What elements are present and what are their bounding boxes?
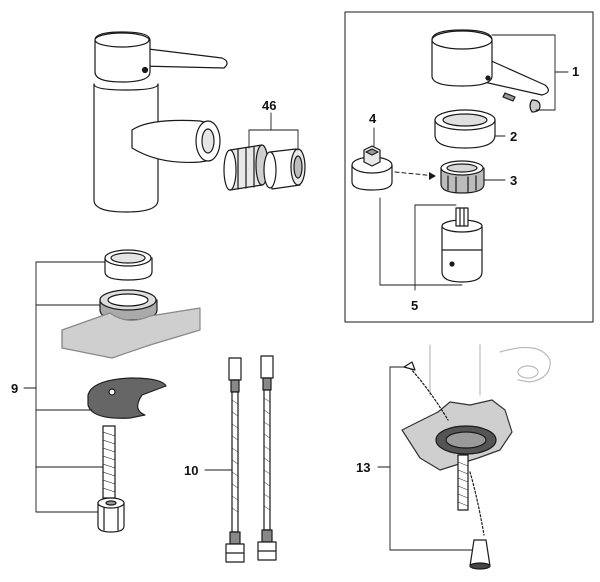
leader-9 [23, 261, 106, 513]
popup-waste-13 [401, 344, 551, 570]
flex-hoses-10 [225, 355, 277, 563]
faucet-lever [139, 47, 228, 69]
callout-4: 4 [369, 111, 377, 126]
leader-5 [379, 197, 463, 291]
aerator-46 [223, 144, 306, 191]
faucet-body [93, 31, 228, 213]
mounting-stack-9 [61, 249, 201, 533]
leader-1 [491, 34, 569, 111]
callout-46: 46 [262, 98, 277, 113]
cartridge-detail-frame [344, 11, 594, 323]
threaded-ring-part-3 [440, 160, 485, 194]
hex-nut-part-4 [351, 145, 393, 191]
cover-ring-part-2 [434, 109, 496, 149]
callout-5: 5 [411, 298, 419, 313]
callout-2: 2 [510, 129, 518, 144]
callout-13: 13 [356, 460, 371, 475]
leader-46 [248, 112, 299, 151]
callout-10: 10 [184, 463, 199, 478]
callout-1: 1 [572, 64, 580, 79]
faucet-column [93, 83, 159, 213]
cartridge-part-5 [441, 207, 483, 283]
handle-part-1 [431, 29, 549, 113]
callout-9: 9 [11, 381, 19, 396]
assembly-arrow [394, 171, 437, 177]
callout-3: 3 [510, 173, 518, 188]
leader-13 [377, 366, 473, 551]
